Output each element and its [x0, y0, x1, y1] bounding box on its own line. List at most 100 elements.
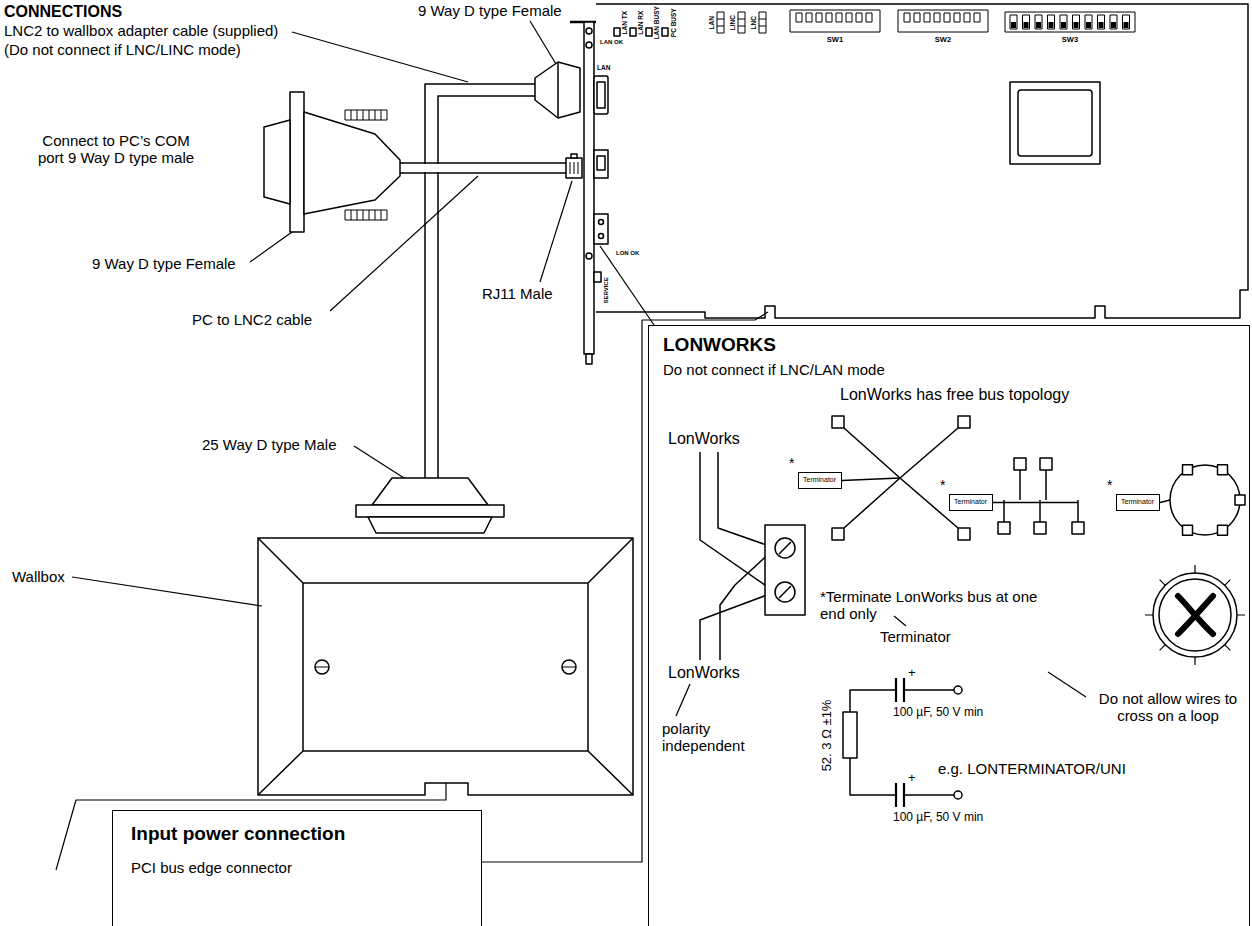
label-text: LonWorks	[668, 664, 740, 682]
switch-block	[944, 13, 950, 22]
service-button	[594, 272, 601, 282]
jumper-header	[759, 12, 766, 33]
switch-block	[1123, 15, 1130, 29]
label-text: PC to LNC2 cable	[192, 311, 312, 328]
jack-screw	[345, 110, 387, 220]
terminator-box: Terminator	[949, 494, 993, 511]
switch-block	[1111, 22, 1116, 28]
led-symbol	[586, 253, 592, 259]
label-text: *Terminate LonWorks bus at one end only	[820, 588, 1052, 623]
node-text: Do not connect if LNC/LAN mode	[663, 361, 885, 378]
leader-line	[250, 232, 292, 262]
switch-block	[1098, 15, 1105, 29]
wallbox	[258, 538, 633, 795]
switch-block	[1035, 15, 1042, 29]
power-note-box: Input power connectionPCI bus edge conne…	[112, 810, 482, 926]
terminator-wire	[993, 502, 1078, 504]
terminator-circuit	[954, 686, 962, 694]
switch-block	[1085, 15, 1092, 29]
topology-figure	[1218, 525, 1228, 535]
switch-block	[816, 13, 822, 22]
d-connector	[304, 112, 400, 214]
terminator-box: Terminator	[798, 472, 842, 489]
label-text: *	[789, 455, 794, 471]
socket-symbol	[597, 156, 605, 170]
label-text: Do not allow wires to cross on a loop	[1088, 690, 1248, 725]
label-text: 52. 3 Ω ±1%	[821, 699, 836, 771]
topology-figure	[998, 522, 1010, 534]
chip-symbol	[1010, 82, 1100, 164]
d-connector	[535, 62, 580, 118]
node-text: LONWORKS	[663, 334, 776, 356]
loop-figure	[1159, 579, 1231, 651]
node-text: Terminator	[803, 476, 837, 484]
label-text: 100 µF, 50 V min	[893, 811, 983, 825]
chip-symbol	[1010, 82, 1100, 164]
loop-figure	[1178, 596, 1213, 634]
leader-line	[676, 684, 690, 716]
label-text: Terminator	[880, 628, 951, 645]
topology-figure	[1040, 458, 1052, 470]
label-text: RJ11 Male	[482, 285, 553, 302]
diagram-title: CONNECTIONS	[4, 3, 122, 21]
switch-block	[898, 10, 988, 32]
pc-cable	[400, 163, 566, 173]
mounting-bracket	[584, 22, 594, 354]
label-text: e.g. LONTERMINATOR/UNI	[938, 760, 1126, 777]
jumper-header	[717, 19, 724, 26]
label-text: +	[908, 771, 916, 786]
switch-block	[1099, 22, 1104, 28]
leader-line	[1048, 672, 1086, 697]
switch-block	[1011, 22, 1016, 28]
led-symbol	[646, 28, 652, 36]
loop-figure	[1145, 565, 1245, 665]
switch-block	[974, 13, 980, 22]
switch-block	[1061, 22, 1066, 28]
switch-block	[790, 10, 880, 32]
led-symbol	[614, 28, 620, 36]
switch-block	[846, 13, 852, 22]
pci-card	[596, 4, 1248, 318]
switch-block	[1005, 12, 1135, 32]
topology-figure	[1183, 525, 1193, 535]
topology-figure	[832, 416, 1245, 540]
label-text: LonWorks has free bus topology	[840, 386, 1069, 404]
leader-line	[530, 21, 556, 64]
jack-screw	[345, 210, 387, 220]
loop-figure	[1153, 573, 1237, 657]
terminator-circuit	[843, 678, 962, 807]
d-connector	[368, 517, 492, 533]
topology-figure	[1235, 495, 1245, 505]
topology-figure	[1034, 522, 1046, 534]
lonworks-wire	[700, 452, 775, 660]
rj11-plug	[566, 154, 582, 178]
topology-figure	[1014, 458, 1026, 470]
mounting-bracket	[586, 354, 592, 364]
node-text: Input power connection	[131, 823, 345, 845]
switch-block	[1036, 22, 1041, 28]
switch-block	[1048, 15, 1055, 29]
leader-line	[354, 446, 404, 478]
label-text: PC BUSY	[669, 9, 676, 38]
d-connector	[290, 92, 304, 232]
label-text: SW3	[1062, 36, 1078, 45]
socket-symbol	[599, 220, 604, 225]
switch-block	[866, 13, 872, 22]
wallbox	[258, 538, 633, 795]
service-button	[594, 272, 601, 282]
terminator-circuit	[843, 712, 857, 758]
switch-block	[856, 13, 862, 22]
socket-symbol	[594, 150, 608, 178]
socket-symbol	[594, 214, 608, 244]
terminator-wire	[842, 478, 900, 481]
jumper-header	[759, 19, 766, 26]
label-text: SERVICE	[603, 277, 610, 303]
node-text: Terminator	[1121, 498, 1155, 506]
switch-block	[914, 13, 920, 22]
terminator-wire	[1160, 500, 1170, 503]
label-text: +	[908, 666, 916, 681]
label-text: LAN RX	[637, 11, 644, 35]
switch-block	[790, 10, 1135, 32]
switch-block	[796, 13, 802, 22]
led-symbol	[586, 28, 668, 259]
